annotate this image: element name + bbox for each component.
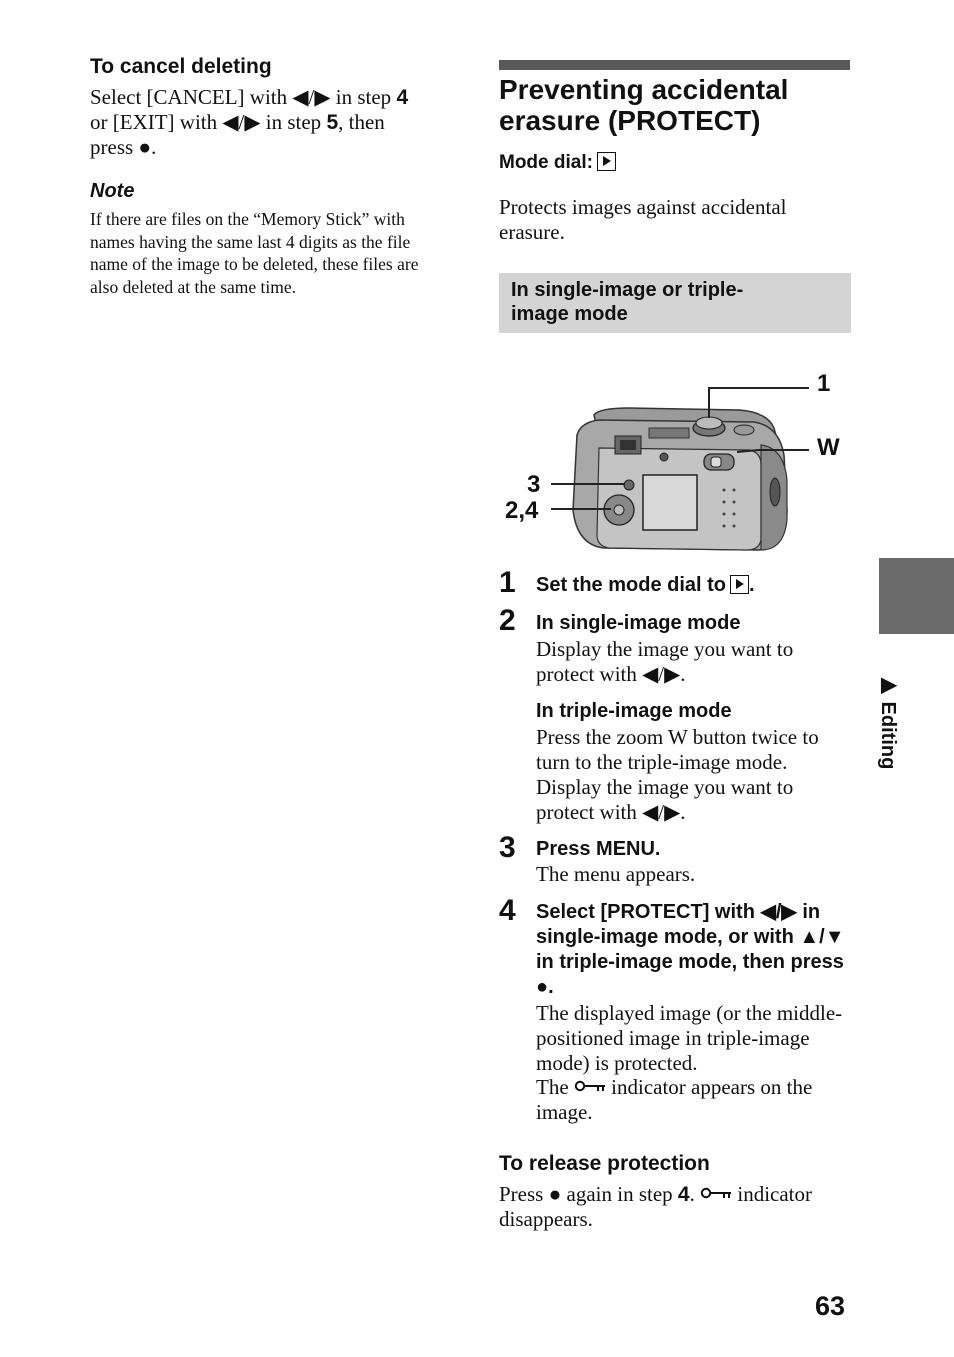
step-number-4: 4 xyxy=(499,894,516,927)
side-tab-label: ▶ Editing xyxy=(877,672,899,770)
step-2-sub1-title: In single-image mode xyxy=(536,612,741,634)
camera-illustration xyxy=(551,387,809,551)
step-3-title: Press MENU. xyxy=(536,838,661,860)
step-1-title: Set the mode dial to. xyxy=(536,574,755,596)
step-4-body-indicator: The indicator appears on the image. xyxy=(536,1075,813,1124)
subsection-header: In single-image or triple- image mode xyxy=(499,273,851,333)
cancel-heading: To cancel deleting xyxy=(90,55,272,78)
callout-2-4: 2,4 xyxy=(505,497,539,524)
playback-icon xyxy=(730,575,750,594)
page-title: Preventing accidental erasure (PROTECT) xyxy=(499,74,789,136)
step-3-body: The menu appears. xyxy=(536,862,696,886)
side-tab-block xyxy=(879,558,954,634)
step-number-2: 2 xyxy=(499,604,516,637)
cancel-instructions: Select [CANCEL] with ◀/▶ in step 4 or [E… xyxy=(90,85,409,159)
release-heading: To release protection xyxy=(499,1152,710,1175)
callout-3: 3 xyxy=(527,471,541,498)
protect-key-icon xyxy=(700,1187,732,1199)
playback-icon xyxy=(596,152,616,171)
protect-key-icon xyxy=(574,1080,605,1092)
title-rule xyxy=(499,60,850,70)
release-text: Press ● again in step 4. indicator disap… xyxy=(499,1182,812,1231)
note-text: If there are files on the “Memory Stick”… xyxy=(90,209,419,297)
callout-w: W xyxy=(817,434,840,461)
page-number: 63 xyxy=(815,1291,846,1321)
intro-text: Protects images against accidental erasu… xyxy=(499,195,787,244)
step-number-1: 1 xyxy=(499,566,516,599)
step-4-body: The displayed image (or the middle-posit… xyxy=(536,1001,843,1075)
step-4-title: Select [PROTECT] with ◀/▶ in single-imag… xyxy=(536,901,845,998)
callout-1: 1 xyxy=(817,370,831,397)
step-2-sub1-body: Display the image you want to protect wi… xyxy=(536,637,794,686)
step-2-sub2-body: Press the zoom W button twice to turn to… xyxy=(536,725,819,824)
step-number-3: 3 xyxy=(499,831,516,864)
note-heading: Note xyxy=(90,180,135,202)
mode-dial-label: Mode dial: xyxy=(499,152,616,174)
step-2-sub2-title: In triple-image mode xyxy=(536,700,732,722)
